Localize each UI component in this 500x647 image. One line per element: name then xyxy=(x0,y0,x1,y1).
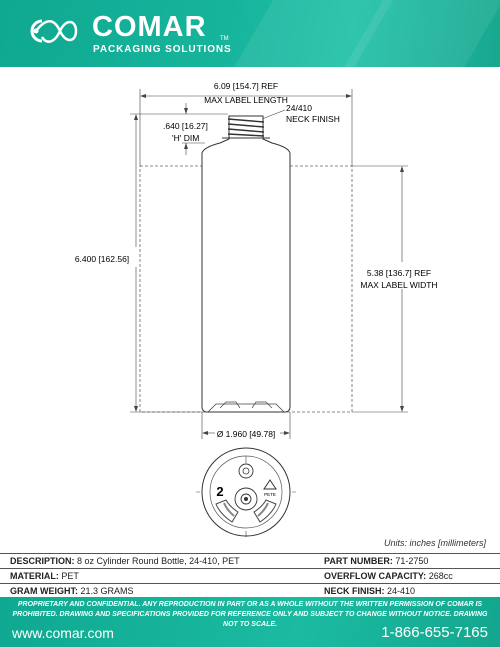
h-dim-value: .640 [16.27] xyxy=(163,121,208,131)
spec-divider xyxy=(0,568,500,569)
label-length-value: 6.09 [154.7] REF xyxy=(214,81,278,91)
description-value: 8 oz Cylinder Round Bottle, 24-410, PET xyxy=(77,556,240,566)
website-link[interactable]: www.comar.com xyxy=(12,625,114,641)
overall-height-dimension xyxy=(130,113,202,413)
phone-number[interactable]: 1-866-655-7165 xyxy=(381,624,488,641)
confidentiality-disclaimer: PROPRIETARY AND CONFIDENTIAL. ANY REPROD… xyxy=(12,601,488,628)
label-width-caption: MAX LABEL WIDTH xyxy=(360,280,437,290)
gram-weight-key: GRAM WEIGHT: xyxy=(10,586,78,596)
units-note: Units: inches [millimeters] xyxy=(383,538,486,548)
recycle-icon xyxy=(263,479,277,490)
material-key: MATERIAL: xyxy=(10,571,59,581)
label-length-dimension xyxy=(139,89,353,166)
neck-finish-key: NECK FINISH: xyxy=(324,586,385,596)
bottle-technical-drawing: 6.09 [154.7] REF MAX LABEL LENGTH 24/410… xyxy=(75,81,438,537)
h-dim-dimension xyxy=(182,103,228,155)
description-key: DESCRIPTION: xyxy=(10,556,75,566)
neck-finish-value: 24/410 xyxy=(286,103,312,113)
brand-name: COMAR xyxy=(92,11,207,43)
label-width-dimension xyxy=(352,165,408,413)
comar-logo-icon xyxy=(30,19,78,43)
h-dim-caption: 'H' DIM xyxy=(172,133,199,143)
neck-finish-leader xyxy=(261,109,286,120)
footer-banner: PROPRIETARY AND CONFIDENTIAL. ANY REPROD… xyxy=(0,597,500,647)
neck-finish-caption: NECK FINISH xyxy=(286,114,340,124)
bottle-outline xyxy=(201,115,291,413)
spec-row: GRAM WEIGHT: 21.3 GRAMS NECK FINISH: 24-… xyxy=(0,585,500,597)
diameter-value: Ø 1.960 [49.78] xyxy=(217,429,276,439)
part-number-key: PART NUMBER: xyxy=(324,556,393,566)
spec-divider xyxy=(0,583,500,584)
overall-height-value: 6.400 [162.56] xyxy=(75,254,129,264)
header-banner: COMAR TM PACKAGING SOLUTIONS xyxy=(0,0,500,67)
label-width-value: 5.38 [136.7] REF xyxy=(367,268,431,278)
brand-tagline: PACKAGING SOLUTIONS xyxy=(93,44,232,55)
gram-weight-value: 21.3 GRAMS xyxy=(80,586,134,596)
bottle-base-view xyxy=(196,447,296,537)
trademark-mark: TM xyxy=(220,36,229,42)
material-value: PET xyxy=(61,571,79,581)
spec-divider xyxy=(0,553,500,554)
diameter-dimension xyxy=(201,412,291,439)
overflow-capacity-key: OVERFLOW CAPACITY: xyxy=(324,571,427,581)
spec-row: MATERIAL: PET OVERFLOW CAPACITY: 268cc xyxy=(0,570,500,582)
spec-row: DESCRIPTION: 8 oz Cylinder Round Bottle,… xyxy=(0,555,500,567)
label-length-caption: MAX LABEL LENGTH xyxy=(204,95,288,105)
neck-finish-spec-value: 24-410 xyxy=(387,586,416,596)
overflow-capacity-value: 268cc xyxy=(428,571,453,581)
part-number-value: 71-2750 xyxy=(395,556,429,566)
cavity-number: 2 xyxy=(216,484,223,499)
recycle-code: PETE xyxy=(264,492,276,497)
